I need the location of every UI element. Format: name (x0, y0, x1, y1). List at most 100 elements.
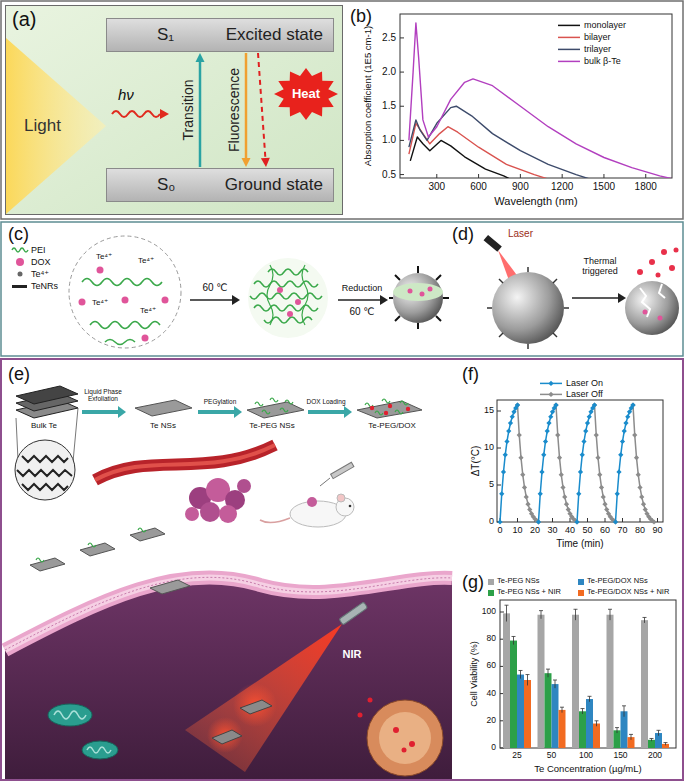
error-bar (546, 669, 550, 670)
illustration-part (408, 289, 413, 294)
illustration-part (637, 269, 643, 275)
legend-label: Te-PEG/DOX NSs (587, 577, 648, 586)
viability-bar (572, 615, 579, 748)
data-marker (602, 502, 607, 507)
axis-tick (605, 518, 606, 522)
illustration-part (240, 700, 272, 714)
data-marker (515, 402, 520, 407)
illustration-part (338, 299, 380, 301)
error-bar (643, 617, 647, 618)
arrow-head (196, 53, 205, 62)
illustration-part (267, 265, 273, 325)
viability-bar (552, 684, 559, 748)
axis-tick (400, 37, 404, 38)
axis-tick (587, 518, 588, 522)
data-marker (613, 519, 618, 524)
error-bar (574, 609, 578, 610)
star-shape (274, 68, 338, 120)
error-bar (527, 675, 528, 686)
illustration-part (320, 478, 330, 486)
illustration-part (17, 470, 72, 476)
illustration-part (527, 344, 529, 349)
viability-bar (538, 615, 545, 748)
node-text: Excited state (226, 25, 323, 45)
data-marker (630, 402, 635, 407)
viability-chart (500, 600, 676, 748)
illustration-part (232, 295, 240, 305)
data-marker (632, 433, 637, 438)
axis-tick (570, 518, 571, 522)
illustration-part (436, 275, 441, 280)
illustration-part (16, 386, 78, 404)
legend-label: Laser On (566, 378, 603, 388)
tick-label: 100 (482, 607, 496, 617)
data-marker (546, 420, 551, 425)
illustration-part (198, 410, 234, 414)
tick-label: 5 (489, 479, 494, 489)
illustration-part (337, 494, 345, 502)
illustration-part (367, 700, 443, 776)
illustration-part (436, 316, 441, 321)
panel-label: (g) (462, 572, 484, 593)
axis-tick (657, 518, 658, 522)
data-marker (625, 414, 630, 419)
illustration-part (260, 518, 290, 523)
legend-sample (558, 61, 580, 63)
data-marker (641, 502, 646, 507)
legend-label: trilayer (584, 44, 611, 54)
error-bar (519, 670, 523, 671)
axis-tick (497, 411, 501, 412)
tick-label: 600 (470, 181, 487, 193)
viability-bar (524, 680, 531, 748)
illustration-part (379, 712, 431, 764)
data-marker (536, 519, 541, 524)
tick-label: 20 (530, 525, 540, 535)
edge-label: Transition (180, 80, 196, 141)
data-marker (560, 485, 565, 490)
illustration-part (254, 305, 318, 311)
tick-label: 50 (582, 525, 592, 535)
error-bar (541, 611, 542, 619)
ion-label: Te⁴⁺ (138, 256, 154, 265)
illustration-part (339, 602, 368, 625)
cooling-curve (556, 405, 577, 522)
illustration-part (393, 283, 443, 301)
illustration-part (97, 267, 104, 274)
error-bar (589, 696, 590, 701)
arrow-head (261, 158, 270, 167)
tick-label: 20 (487, 716, 496, 726)
error-bar (608, 609, 612, 610)
illustration-part (487, 267, 569, 349)
step-label: PEGylation (204, 398, 237, 405)
illustration-part (22, 484, 68, 490)
illustration-part (277, 287, 283, 293)
tick-label: 15 (484, 405, 494, 415)
illustration-part (344, 406, 352, 418)
tick-label: 40 (565, 525, 575, 535)
illustration-part (384, 411, 388, 415)
illustration-part (640, 288, 650, 317)
illustration-part (200, 502, 220, 522)
cooling-curve (518, 405, 539, 522)
illustration-part (674, 248, 679, 253)
heating-curve (539, 405, 557, 522)
illustration-part (18, 272, 23, 277)
tick-label: 60 (600, 525, 610, 535)
key-label: Te⁴⁺ (31, 269, 49, 279)
illustration-part (160, 109, 169, 119)
axis-tick (400, 72, 404, 73)
panel-label: (f) (462, 364, 479, 385)
illustration-part (5, 5, 343, 215)
illustration-part (73, 408, 78, 462)
illustration-part (5, 577, 452, 650)
illustration-part (122, 297, 129, 304)
data-marker (622, 429, 627, 434)
data-marker (576, 491, 581, 496)
energy-level-box: S₀Ground state (106, 168, 334, 202)
key-label: PEI (31, 245, 46, 255)
data-marker (599, 485, 604, 490)
illustration-part (389, 266, 449, 329)
illustration-part (368, 698, 373, 703)
illustration-part (30, 558, 65, 571)
illustration-part (643, 310, 648, 315)
